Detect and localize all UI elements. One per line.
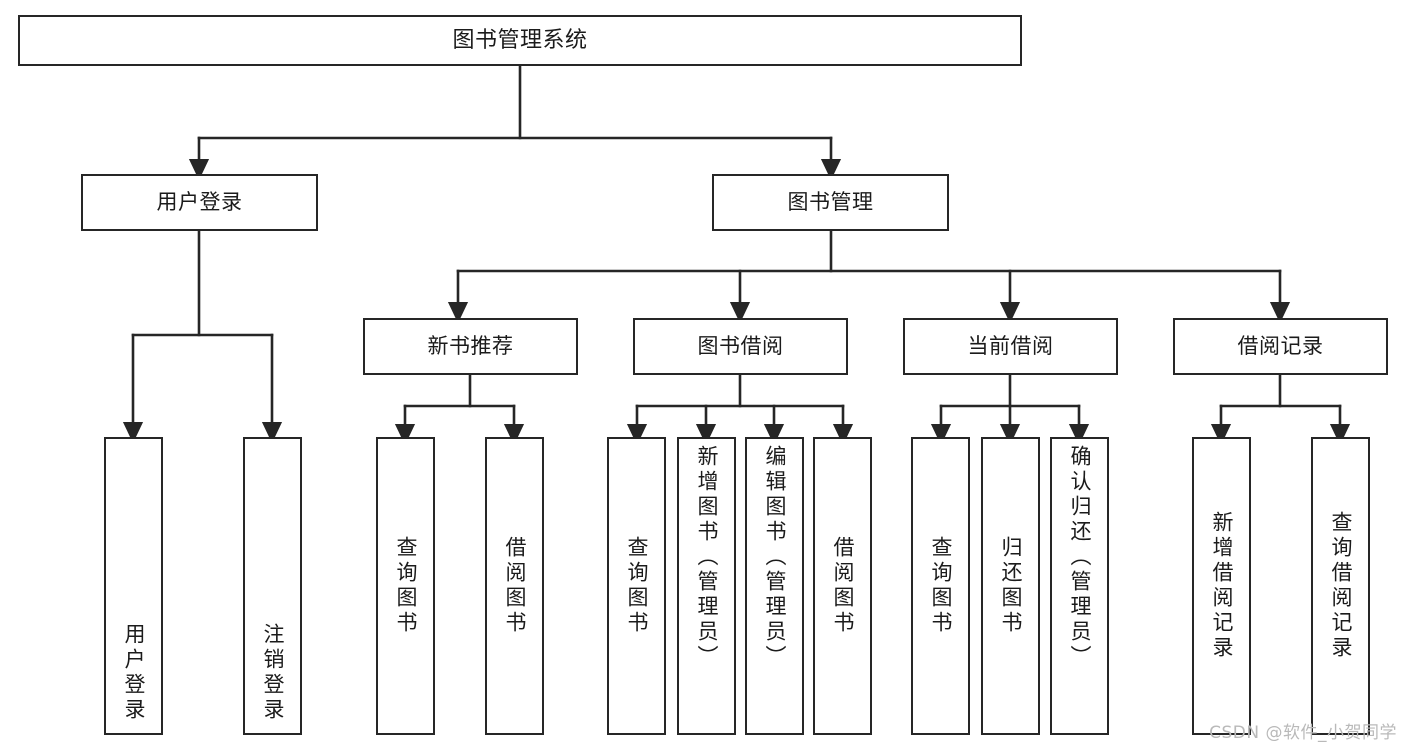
node-label: 借阅图书 bbox=[503, 536, 527, 636]
node-label: 借阅图书 bbox=[831, 536, 855, 636]
leaf-add-book-admin[interactable]: 新增图书（管理员） bbox=[677, 437, 736, 735]
leaf-query-book-current[interactable]: 查询图书 bbox=[911, 437, 970, 735]
node-label: 当前借阅 bbox=[967, 334, 1054, 359]
leaf-return-book[interactable]: 归还图书 bbox=[981, 437, 1040, 735]
node-label: 查询图书 bbox=[929, 536, 953, 636]
node-current-borrow[interactable]: 当前借阅 bbox=[903, 318, 1118, 375]
node-book-management[interactable]: 图书管理 bbox=[712, 174, 949, 231]
node-label: 图书借阅 bbox=[697, 334, 784, 359]
node-user-login[interactable]: 用户登录 bbox=[81, 174, 318, 231]
leaf-confirm-return-admin[interactable]: 确认归还（管理员） bbox=[1050, 437, 1109, 735]
leaf-user-login[interactable]: 用户登录 bbox=[104, 437, 163, 735]
csdn-watermark: CSDN @软件_小贺同学 bbox=[1209, 723, 1397, 743]
leaf-query-book-recommend[interactable]: 查询图书 bbox=[376, 437, 435, 735]
leaf-borrow-book-recommend[interactable]: 借阅图书 bbox=[485, 437, 544, 735]
node-label: 借阅记录 bbox=[1237, 334, 1324, 359]
node-label: 查询图书 bbox=[394, 536, 418, 636]
node-label: 注销登录 bbox=[261, 623, 285, 723]
node-new-book-recommend[interactable]: 新书推荐 bbox=[363, 318, 578, 375]
node-label: 归还图书 bbox=[999, 536, 1023, 636]
node-label: 编辑图书（管理员） bbox=[763, 445, 787, 670]
node-label: 查询借阅记录 bbox=[1329, 511, 1353, 661]
node-root-library-management-system[interactable]: 图书管理系统 bbox=[18, 15, 1022, 66]
node-borrow-record[interactable]: 借阅记录 bbox=[1173, 318, 1388, 375]
node-label: 查询图书 bbox=[625, 536, 649, 636]
node-book-borrow[interactable]: 图书借阅 bbox=[633, 318, 848, 375]
leaf-add-borrow-record[interactable]: 新增借阅记录 bbox=[1192, 437, 1251, 735]
node-label: 用户登录 bbox=[156, 190, 243, 215]
leaf-borrow-book[interactable]: 借阅图书 bbox=[813, 437, 872, 735]
node-label: 新书推荐 bbox=[427, 334, 514, 359]
leaf-edit-book-admin[interactable]: 编辑图书（管理员） bbox=[745, 437, 804, 735]
leaf-query-borrow-record[interactable]: 查询借阅记录 bbox=[1311, 437, 1370, 735]
node-label: 用户登录 bbox=[122, 623, 146, 723]
node-label: 新增借阅记录 bbox=[1210, 511, 1234, 661]
node-label: 确认归还（管理员） bbox=[1068, 445, 1092, 670]
node-label: 新增图书（管理员） bbox=[695, 445, 719, 670]
leaf-logout-login[interactable]: 注销登录 bbox=[243, 437, 302, 735]
node-label: 图书管理 bbox=[787, 190, 874, 215]
node-label: 图书管理系统 bbox=[452, 27, 588, 53]
leaf-query-book-borrow[interactable]: 查询图书 bbox=[607, 437, 666, 735]
